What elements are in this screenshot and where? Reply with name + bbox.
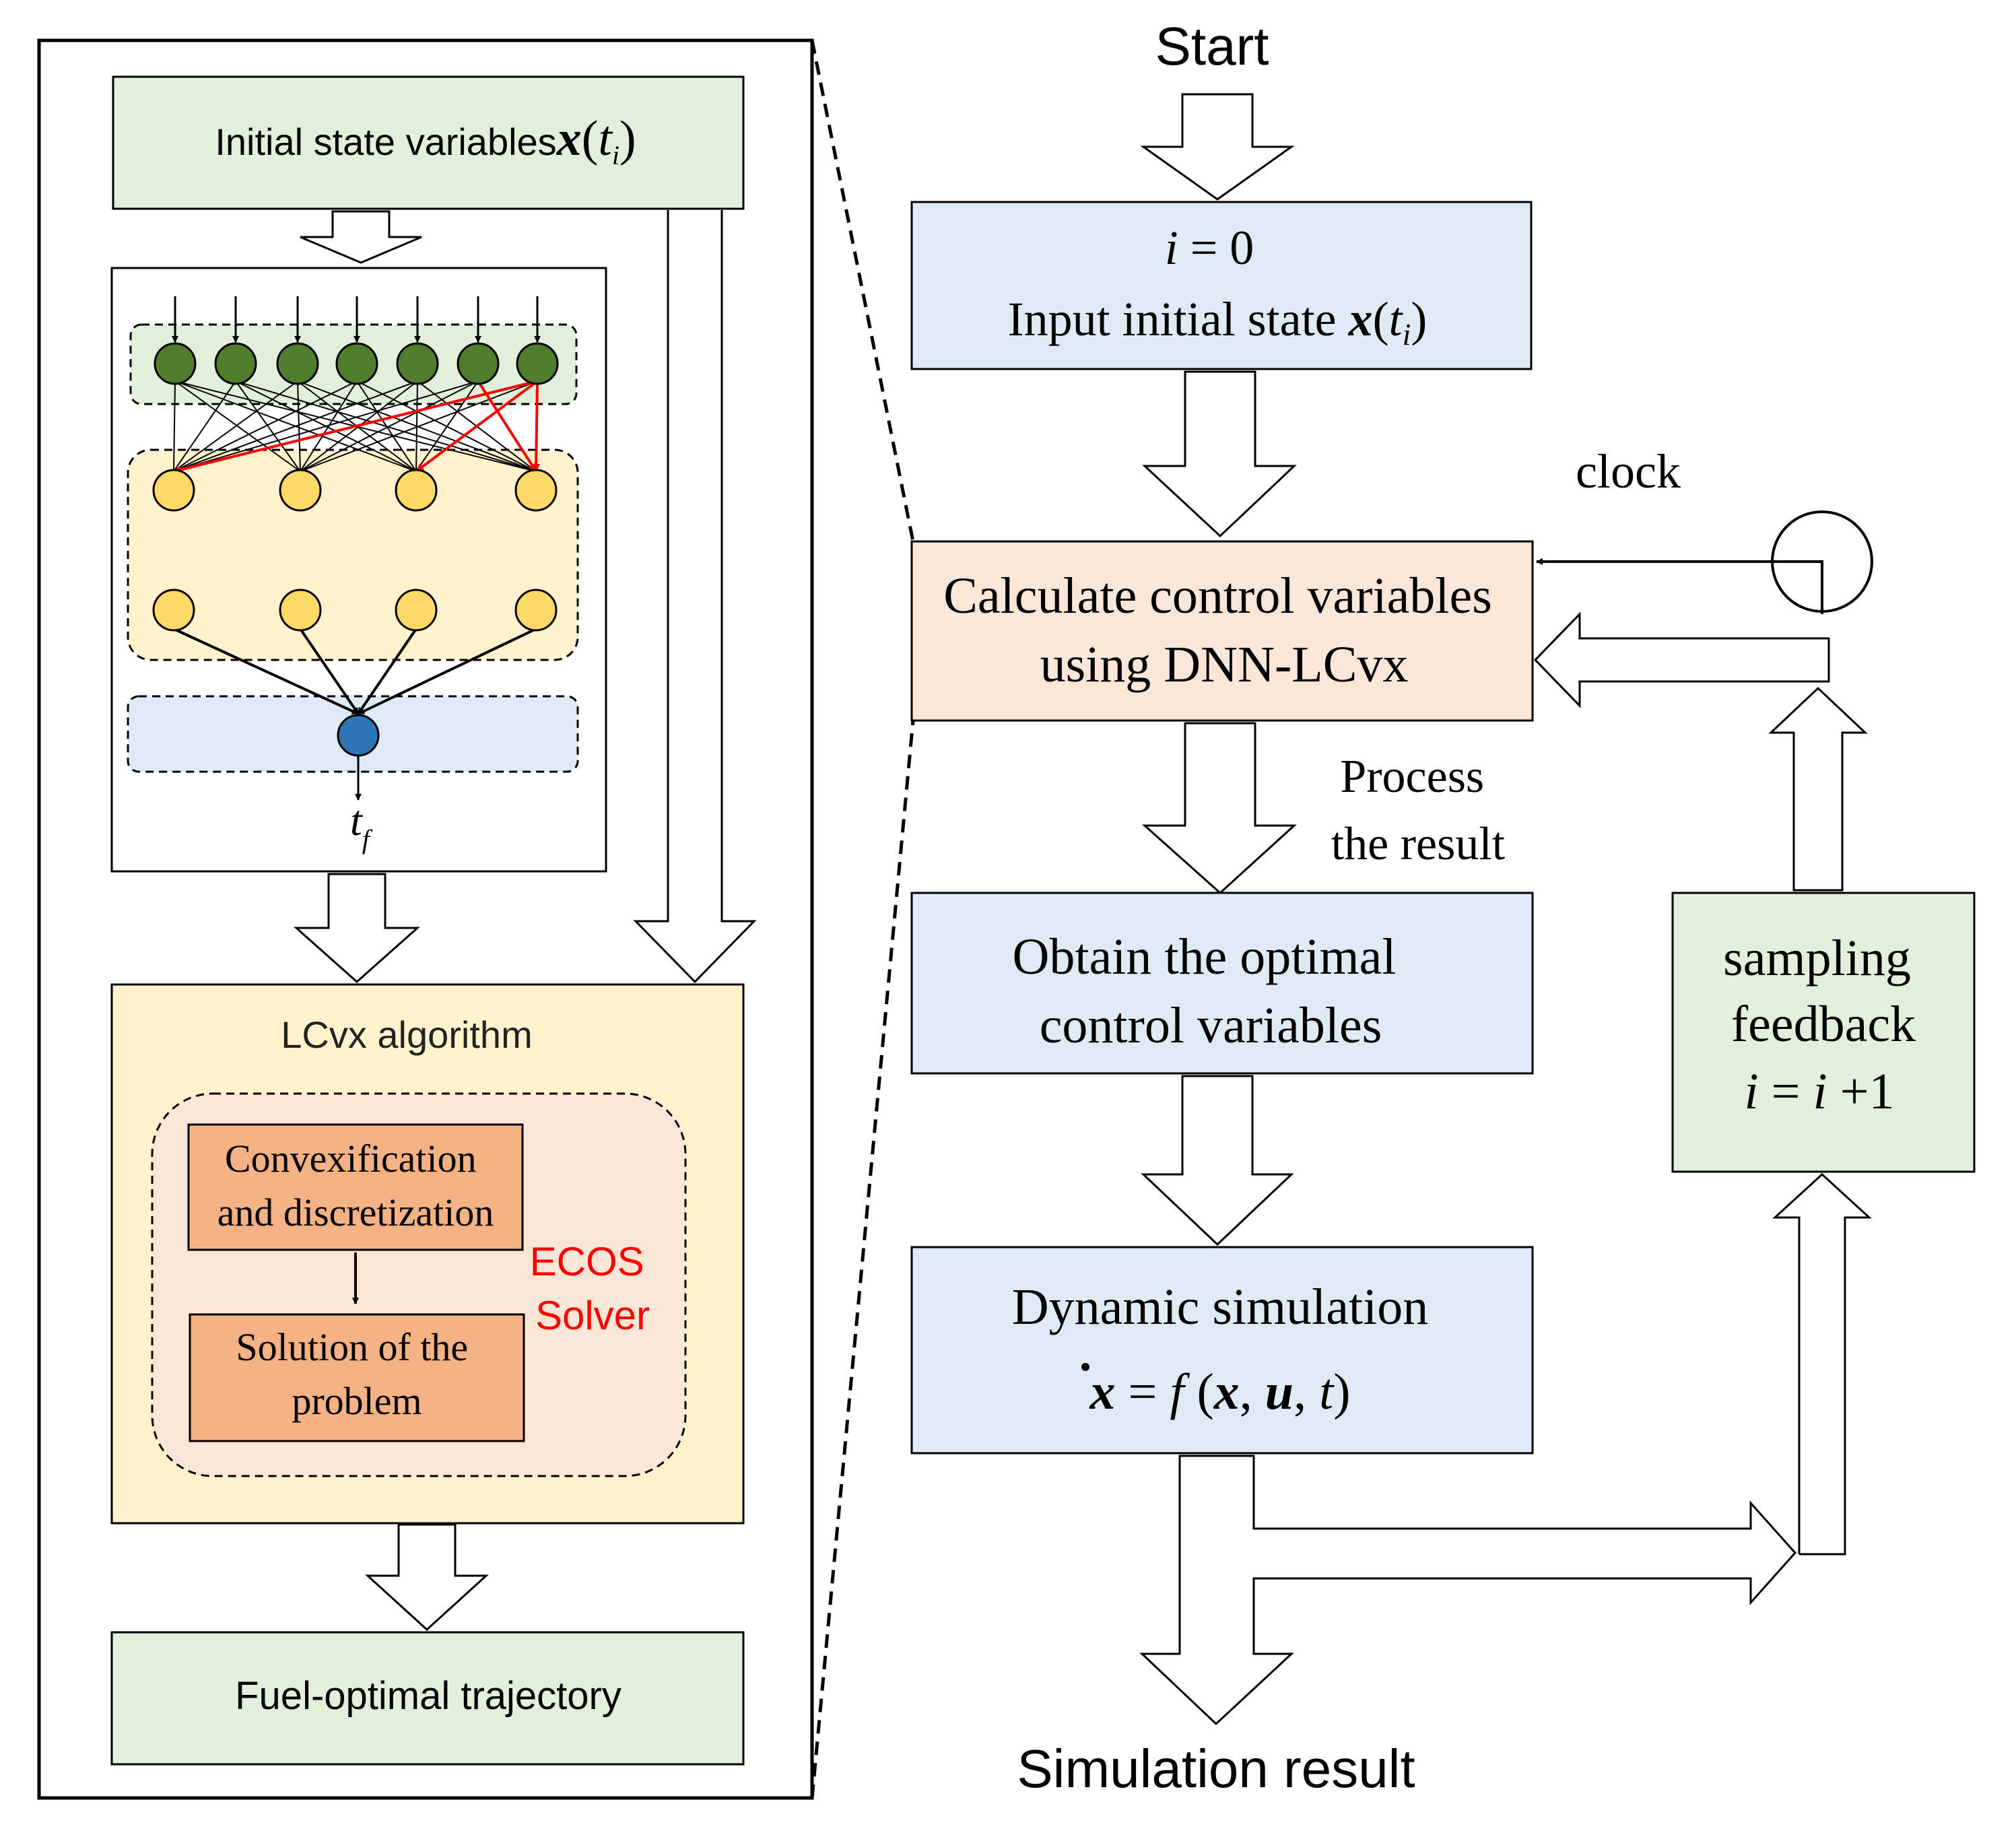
arrow-lcvx-to-result xyxy=(365,1523,489,1632)
arrow-feedback-return-left xyxy=(1533,611,1830,708)
hidden-node xyxy=(152,469,195,512)
hidden-node xyxy=(279,589,322,632)
feedback-box xyxy=(1671,892,1976,1173)
input-node xyxy=(214,342,257,385)
network-edge xyxy=(173,380,418,472)
arrow-start-to-init xyxy=(1140,93,1295,201)
network-edge xyxy=(173,380,298,472)
feedback-counter: i = i +1 xyxy=(1745,1063,1895,1120)
network-edges xyxy=(172,296,541,801)
network-edge xyxy=(173,628,359,715)
network-edge xyxy=(357,628,417,715)
network-edge xyxy=(173,380,479,472)
network-edge xyxy=(299,628,360,715)
feedback-label: sampling feedback xyxy=(1723,930,1924,1053)
arrow-obtain-to-dynamic xyxy=(1141,1075,1294,1246)
network-edge xyxy=(174,380,301,472)
arrow-feedback-to-calc xyxy=(1768,686,1868,892)
clock-hand-icon xyxy=(1774,560,1823,614)
network-edge xyxy=(173,380,236,472)
convexification-box xyxy=(187,1123,524,1251)
output-node xyxy=(337,714,380,757)
hidden-node xyxy=(514,469,558,512)
dynamic-box xyxy=(910,1246,1534,1455)
init-counter-label: i = 0 xyxy=(1165,221,1254,275)
initial-state-box xyxy=(112,75,745,210)
calc-box xyxy=(910,540,1534,722)
input-node xyxy=(396,342,439,385)
calc-label: Calculate control variables using DNN-LC… xyxy=(943,568,1505,693)
input-node xyxy=(276,342,319,385)
fuel-optimal-label: Fuel-optimal trajectory xyxy=(235,1674,621,1718)
network-edge-highlight xyxy=(532,380,541,472)
hidden-node xyxy=(279,469,322,512)
network-edge xyxy=(173,380,176,472)
obtain-label: Obtain the optimal control variables xyxy=(1013,929,1409,1054)
network-edge-highlight xyxy=(173,380,538,474)
network-nodes xyxy=(152,342,559,757)
input-node xyxy=(335,342,378,385)
init-box xyxy=(910,201,1533,370)
network-edge xyxy=(297,380,301,472)
zoom-line-bottom xyxy=(810,720,915,1799)
network-edge xyxy=(173,380,358,472)
ecos-solver-label: ECOS Solver xyxy=(530,1239,656,1338)
clock-label: clock xyxy=(1576,444,1681,498)
dynamic-title: Dynamic simulation xyxy=(1012,1279,1428,1335)
network-edge xyxy=(356,380,417,472)
hidden-node xyxy=(395,589,438,632)
network-edge-highlight xyxy=(415,380,539,473)
network-edge xyxy=(300,380,358,472)
process-label: Process the result xyxy=(1331,751,1506,870)
fuel-optimal-box xyxy=(110,1631,745,1766)
hidden-node xyxy=(514,589,558,632)
network-edge xyxy=(235,380,301,472)
dynamic-equation: x = f (x, u, t) xyxy=(1089,1364,1350,1420)
input-node xyxy=(154,342,197,385)
network-edge xyxy=(415,380,479,472)
solution-box xyxy=(189,1313,525,1442)
arrow-init-to-calc xyxy=(1142,370,1297,538)
hidden-node xyxy=(395,469,438,512)
network-edge-highlight xyxy=(477,380,537,473)
obtain-box xyxy=(910,892,1534,1075)
init-state-label: Input initial state x(ti) xyxy=(1008,292,1427,352)
convexification-label: Convexification and discretization xyxy=(217,1137,494,1234)
dot-over-x xyxy=(1081,1363,1089,1371)
arrow-initial-to-lcvx xyxy=(633,210,757,984)
input-node xyxy=(457,342,500,385)
hidden-layer-container xyxy=(127,448,579,661)
arrow-calc-to-obtain xyxy=(1142,722,1297,895)
arrow-into-feedback xyxy=(1772,1172,1872,1556)
network-edge xyxy=(415,380,418,472)
network-edge xyxy=(358,628,537,715)
start-label: Start xyxy=(1155,16,1269,76)
solution-label: Solution of the problem xyxy=(236,1325,477,1423)
arrow-initial-to-network xyxy=(300,210,422,264)
network-edge xyxy=(300,380,538,472)
simulation-result-label: Simulation result xyxy=(1017,1739,1415,1799)
zoom-line-top xyxy=(810,40,915,542)
arrow-network-to-lcvx xyxy=(294,873,420,984)
hidden-node xyxy=(152,589,195,632)
arrow-dynamic-to-result-and-feedback xyxy=(1139,1455,1797,1726)
lcvx-title: LCvx algorithm xyxy=(281,1013,532,1056)
network-edge xyxy=(300,380,479,472)
input-node xyxy=(516,342,559,385)
initial-state-label: Initial state variablesx(ti) xyxy=(215,111,636,170)
